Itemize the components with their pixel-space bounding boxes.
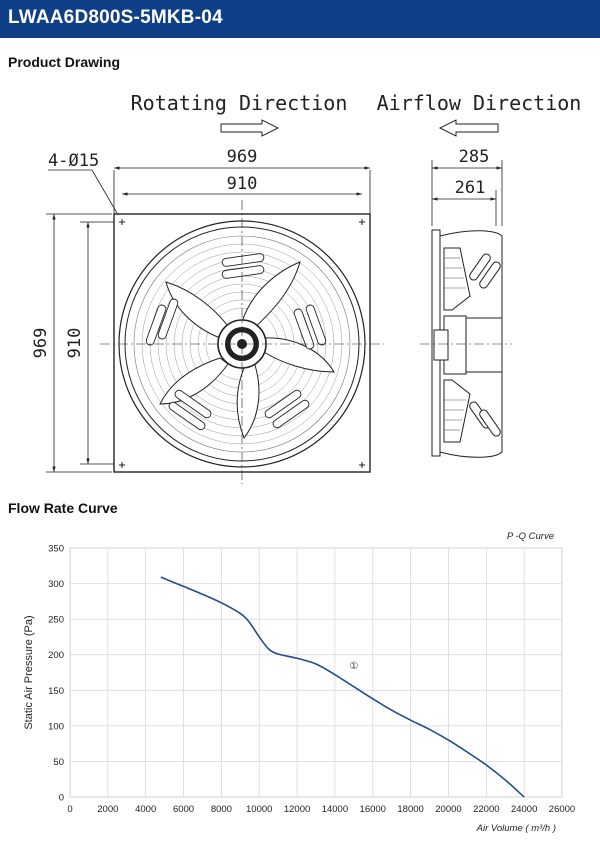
holes-label: 4-Ø15 bbox=[48, 151, 99, 171]
series-line bbox=[160, 576, 525, 798]
airflow-arrow-icon bbox=[438, 119, 499, 137]
x-tick-label: 16000 bbox=[360, 804, 386, 815]
product-title: LWAA6D800S-5MKB-04 bbox=[8, 7, 223, 28]
x-axis-label: Air Volume ( m³/h ) bbox=[476, 823, 556, 834]
dim-side-depth: 285 bbox=[459, 147, 490, 167]
x-tick-label: 4000 bbox=[135, 804, 156, 815]
y-tick-label: 200 bbox=[48, 650, 64, 661]
x-tick-label: 20000 bbox=[435, 804, 461, 815]
x-tick-label: 8000 bbox=[211, 804, 232, 815]
fan-front-view bbox=[100, 200, 384, 484]
y-tick-label: 250 bbox=[48, 615, 64, 626]
y-tick-label: 300 bbox=[48, 579, 64, 590]
section-heading-drawing: Product Drawing bbox=[8, 54, 121, 70]
x-tick-label: 6000 bbox=[173, 804, 194, 815]
y-tick-label: 350 bbox=[48, 544, 64, 555]
y-tick-label: 50 bbox=[53, 757, 64, 768]
curve-annotation: ① bbox=[349, 661, 358, 672]
dim-side-inner: 261 bbox=[455, 178, 486, 198]
y-tick-label: 150 bbox=[48, 686, 64, 697]
x-tick-label: 0 bbox=[67, 804, 72, 815]
dim-outer-height: 969 bbox=[31, 328, 51, 359]
x-tick-label: 2000 bbox=[97, 804, 118, 815]
fan-side-view bbox=[420, 229, 512, 458]
x-tick-label: 22000 bbox=[473, 804, 499, 815]
x-tick-label: 24000 bbox=[511, 804, 537, 815]
y-axis-label: Static Air Pressure (Pa) bbox=[23, 615, 35, 729]
dim-inner-height: 910 bbox=[65, 328, 85, 359]
product-drawing: Rotating Direction Airflow Direction 4-Ø… bbox=[31, 91, 582, 484]
rotating-direction-label: Rotating Direction bbox=[131, 91, 348, 115]
chart-title: P -Q Curve bbox=[507, 531, 554, 542]
section-heading-curve: Flow Rate Curve bbox=[8, 500, 118, 516]
x-tick-label: 12000 bbox=[284, 804, 310, 815]
airflow-direction-label: Airflow Direction bbox=[377, 91, 582, 115]
plot-area bbox=[69, 547, 563, 798]
title-bar: LWAA6D800S-5MKB-04 bbox=[0, 0, 600, 38]
dim-outer-width: 969 bbox=[227, 147, 258, 167]
y-tick-label: 0 bbox=[59, 793, 64, 804]
x-tick-label: 14000 bbox=[322, 804, 348, 815]
dim-inner-width: 910 bbox=[227, 174, 258, 194]
x-tick-label: 18000 bbox=[397, 804, 423, 815]
x-tick-label: 26000 bbox=[549, 804, 575, 815]
y-tick-label: 100 bbox=[48, 721, 64, 732]
x-tick-label: 10000 bbox=[246, 804, 272, 815]
rotating-arrow-icon bbox=[220, 119, 280, 137]
